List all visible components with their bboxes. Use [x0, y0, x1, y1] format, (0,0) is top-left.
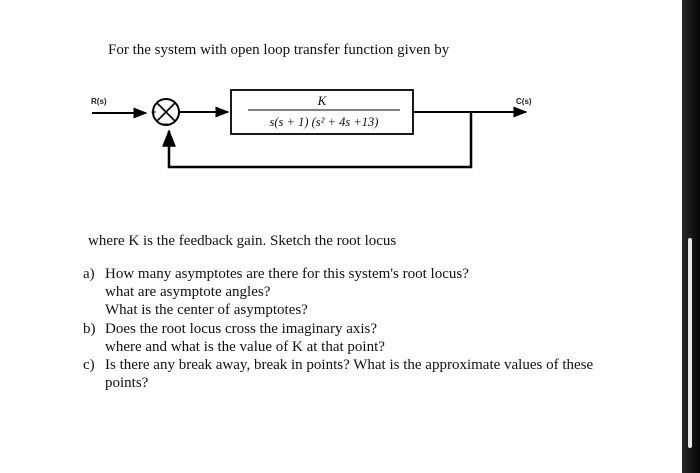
scrollbar[interactable] [688, 238, 692, 448]
question-c-line-1: Is there any break away, break in points… [105, 357, 594, 373]
question-a-label: a) [83, 266, 95, 282]
window-edge [682, 0, 700, 473]
output-label: C(s) [516, 97, 532, 106]
summing-junction: + − [151, 98, 180, 129]
description-text: where K is the feedback gain. Sketch the… [88, 233, 397, 249]
plus-sign: + [151, 107, 156, 117]
question-c-line-2: points? [105, 375, 149, 391]
transfer-function-block: K s(s + 1) (s² + 4s +13) [230, 89, 414, 135]
denominator: s(s + 1) (s² + 4s +13) [270, 115, 379, 129]
question-a-line-1: How many asymptotes are there for this s… [105, 266, 469, 282]
feedback-path [162, 112, 473, 169]
intro-text: For the system with open loop transfer f… [108, 42, 450, 58]
input-label: R(s) [91, 97, 107, 106]
question-c-label: c) [83, 357, 95, 373]
question-b-line-2: where and what is the value of K at that… [105, 339, 385, 355]
question-a-line-2: what are asymptote angles? [105, 284, 271, 300]
document-page [0, 0, 682, 473]
minus-sign: − [163, 119, 168, 129]
question-a-line-3: What is the center of asymptotes? [105, 302, 308, 318]
question-b-label: b) [83, 321, 96, 337]
question-b-line-1: Does the root locus cross the imaginary … [105, 321, 378, 337]
numerator: K [317, 93, 328, 108]
